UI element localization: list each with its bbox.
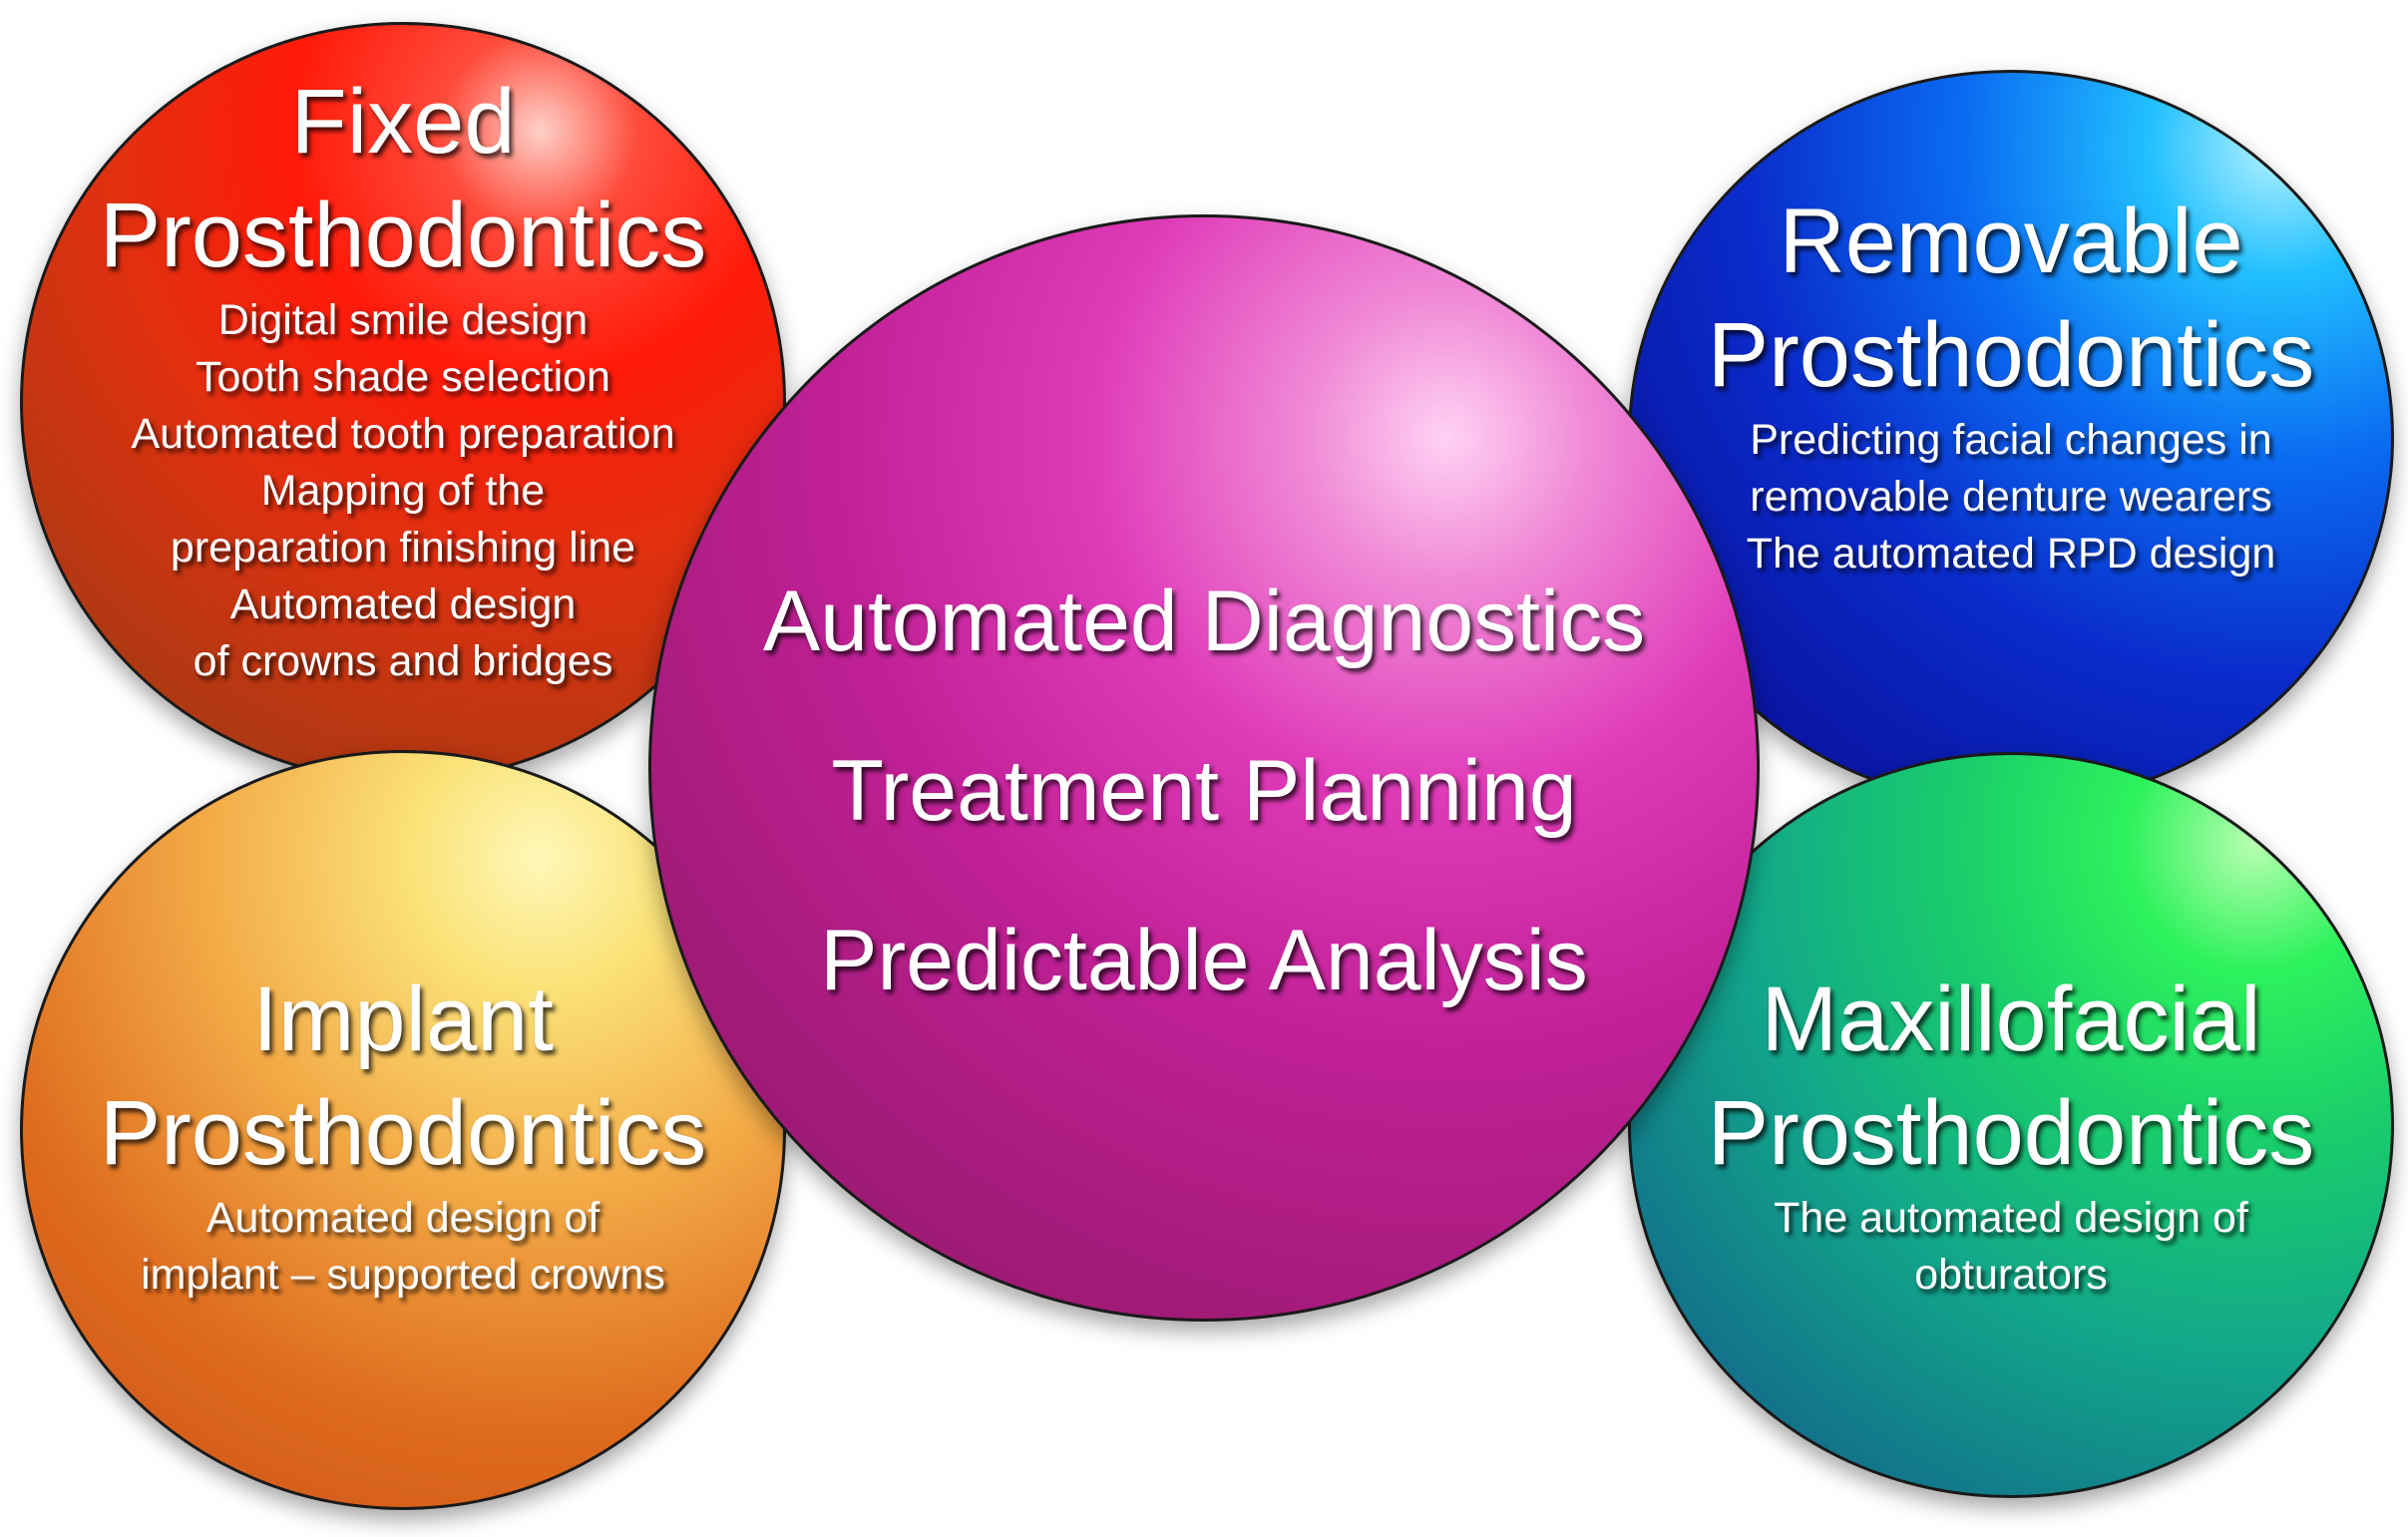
maxillofacial-title-line-2: Prosthodontics bbox=[1707, 1082, 2315, 1184]
implant-item: Automated design of bbox=[205, 1194, 601, 1242]
removable-item: removable denture wearers bbox=[1750, 473, 2272, 521]
fixed-title-line-1: Fixed bbox=[290, 71, 516, 173]
center-text: Automated Diagnostics Treatment Planning… bbox=[648, 578, 1760, 1003]
removable-item: The automated RPD design bbox=[1746, 530, 2276, 577]
maxillofacial-item: The automated design of bbox=[1774, 1194, 2248, 1242]
maxillofacial-prosthodontics-text: Maxillofacial Prosthodontics The automat… bbox=[1628, 962, 2394, 1304]
fixed-item: preparation finishing line bbox=[170, 524, 636, 572]
implant-title-line-1: Implant bbox=[252, 968, 554, 1070]
fixed-item: Automated tooth preparation bbox=[131, 410, 675, 458]
maxillofacial-prosthodontics-circle bbox=[1628, 752, 2394, 1498]
center-line-predictable-analysis: Predictable Analysis bbox=[820, 913, 1588, 1008]
center-line-automated-diagnostics: Automated Diagnostics bbox=[762, 574, 1646, 669]
center-circle bbox=[648, 214, 1760, 1322]
fixed-prosthodontics-circle bbox=[20, 22, 786, 782]
fixed-item: Tooth shade selection bbox=[196, 353, 610, 401]
fixed-item: of crowns and bridges bbox=[193, 637, 613, 685]
fixed-item: Digital smile design bbox=[217, 296, 589, 344]
removable-title-line-1: Removable bbox=[1779, 191, 2243, 292]
maxillofacial-item: obturators bbox=[1914, 1251, 2108, 1299]
fixed-prosthodontics-text: Fixed Prosthodontics Digital smile desig… bbox=[20, 65, 786, 690]
maxillofacial-title-line-1: Maxillofacial bbox=[1761, 968, 2261, 1070]
removable-title-line-2: Prosthodontics bbox=[1707, 304, 2315, 406]
implant-prosthodontics-text: Implant Prosthodontics Automated design … bbox=[20, 962, 786, 1304]
implant-title-line-2: Prosthodontics bbox=[99, 1082, 707, 1184]
center-line-treatment-planning: Treatment Planning bbox=[831, 743, 1577, 839]
fixed-item: Automated design bbox=[229, 580, 577, 628]
implant-item: implant – supported crowns bbox=[141, 1251, 665, 1299]
removable-item: Predicting facial changes in bbox=[1750, 416, 2272, 464]
fixed-item: Mapping of the bbox=[260, 467, 546, 515]
fixed-title-line-2: Prosthodontics bbox=[99, 185, 707, 286]
removable-prosthodontics-text: Removable Prosthodontics Predicting faci… bbox=[1628, 185, 2394, 582]
